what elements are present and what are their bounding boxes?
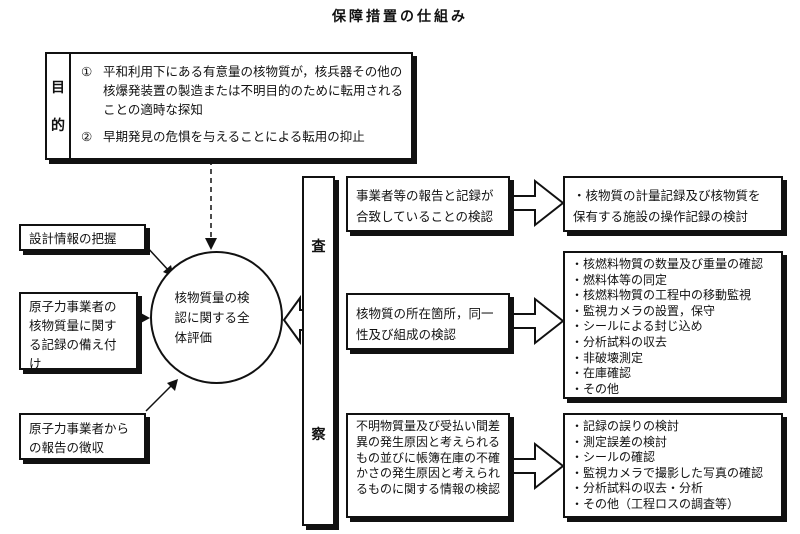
row3-detail-item: 測定誤差の検討 [571, 435, 775, 451]
inspection-label-top: 査 [311, 239, 326, 255]
overall-evaluation-circle: 核物質量の検認に関する全体評価 [150, 251, 283, 384]
row2-detail-item: 分析試料の収去 [571, 335, 775, 351]
row2-item-box: 核物質の所在箇所，同一性及び組成の検認 [346, 293, 510, 350]
row2-detail-item: シールによる封じ込め [571, 319, 775, 335]
row2-hollow-arrow [509, 296, 565, 346]
purpose-item-text: 平和利用下にある有意量の核物質が，核兵器その他の核爆発装置の製造または不明目的の… [103, 64, 404, 117]
row1-detail-item: 核物質の計量記録及び核物質を保有する施設の操作記録の検討 [573, 185, 773, 227]
purpose-item-2: ② 早期発見の危惧を与えることによる転用の抑止 [81, 127, 403, 146]
row2-detail-item: 在庫確認 [571, 366, 775, 382]
design-arrow [145, 245, 171, 273]
row3-detail-box: 記録の誤りの検討 測定誤差の検討 シールの確認 監視カメラで撮影した写真の確認 … [563, 413, 783, 518]
purpose-item-1: ① 平和利用下にある有意量の核物質が，核兵器その他の核爆発装置の製造または不明目… [81, 62, 403, 119]
inspection-label-bottom: 察 [311, 427, 326, 443]
input-design-info: 設計情報の把握 [19, 224, 146, 251]
purpose-item-number: ② [81, 129, 93, 144]
row3-detail-list: 記録の誤りの検討 測定誤差の検討 シールの確認 監視カメラで撮影した写真の確認 … [571, 419, 775, 513]
row3-hollow-arrow [509, 441, 565, 491]
row3-item-box: 不明物質量及び受払い間差異の発生原因と考えられるもの並びに帳簿在庫の不確かさの発… [346, 413, 510, 518]
row2-detail-item: 核燃料物質の工程中の移動監視 [571, 288, 775, 304]
input-records-text: 原子力事業者の核物質量に関する記録の備え付け [29, 299, 117, 371]
row3-detail-item: 監視カメラで撮影した写真の確認 [571, 466, 775, 482]
purpose-label-char-1: 目 [51, 80, 65, 96]
input-reports-text: 原子力事業者からの報告の徴収 [29, 421, 130, 455]
row1-detail-box: 核物質の計量記録及び核物質を保有する施設の操作記録の検討 [563, 176, 783, 232]
purpose-label-char-2: 的 [51, 118, 65, 134]
row1-hollow-arrow [509, 178, 565, 228]
row2-detail-item: 監視カメラの設置，保守 [571, 304, 775, 320]
row1-item-text: 事業者等の報告と記録が合致していることの検認 [356, 188, 494, 224]
overall-evaluation-text: 核物質量の検認に関する全体評価 [174, 289, 250, 345]
row2-detail-item: 燃料体等の同定 [571, 273, 775, 289]
input-records: 原子力事業者の核物質量に関する記録の備え付け [19, 292, 138, 371]
reports-arrow [145, 383, 174, 412]
row3-detail-item: 分析試料の収去・分析 [571, 481, 775, 497]
input-design-info-text: 設計情報の把握 [29, 231, 117, 246]
purpose-items: ① 平和利用下にある有意量の核物質が，核兵器その他の核爆発装置の製造または不明目… [81, 62, 403, 146]
row2-detail-list: 核燃料物質の数量及び重量の確認 燃料体等の同定 核燃料物質の工程中の移動監視 監… [571, 257, 775, 397]
row3-detail-item: シールの確認 [571, 450, 775, 466]
row2-detail-item: 非破壊測定 [571, 351, 775, 367]
reports-arrowhead [167, 379, 178, 391]
page-title: 保障措置の仕組み [332, 9, 468, 25]
records-arrowhead [139, 312, 150, 324]
row1-detail-list: 核物質の計量記録及び核物質を保有する施設の操作記録の検討 [573, 185, 773, 227]
row3-detail-item: その他（工程ロスの調査等） [571, 497, 775, 513]
row2-detail-box: 核燃料物質の数量及び重量の確認 燃料体等の同定 核燃料物質の工程中の移動監視 監… [563, 251, 783, 399]
row1-item-box: 事業者等の報告と記録が合致していることの検認 [346, 176, 510, 232]
inspection-column: 査 察 [302, 176, 335, 526]
row3-detail-item: 記録の誤りの検討 [571, 419, 775, 435]
purpose-label: 目 的 [47, 54, 71, 158]
row2-detail-item: その他 [571, 382, 775, 398]
purpose-item-text: 早期発見の危惧を与えることによる転用の抑止 [103, 129, 365, 144]
input-reports: 原子力事業者からの報告の徴収 [19, 413, 146, 460]
purpose-item-number: ① [81, 64, 93, 79]
row3-item-text: 不明物質量及び受払い間差異の発生原因と考えられるもの並びに帳簿在庫の不確かさの発… [356, 419, 501, 497]
row2-item-text: 核物質の所在箇所，同一性及び組成の検認 [356, 306, 494, 342]
purpose-box: 目 的 ① 平和利用下にある有意量の核物質が，核兵器その他の核爆発装置の製造また… [45, 52, 413, 160]
purpose-arrowhead [205, 238, 217, 250]
row2-detail-item: 核燃料物質の数量及び重量の確認 [571, 257, 775, 273]
